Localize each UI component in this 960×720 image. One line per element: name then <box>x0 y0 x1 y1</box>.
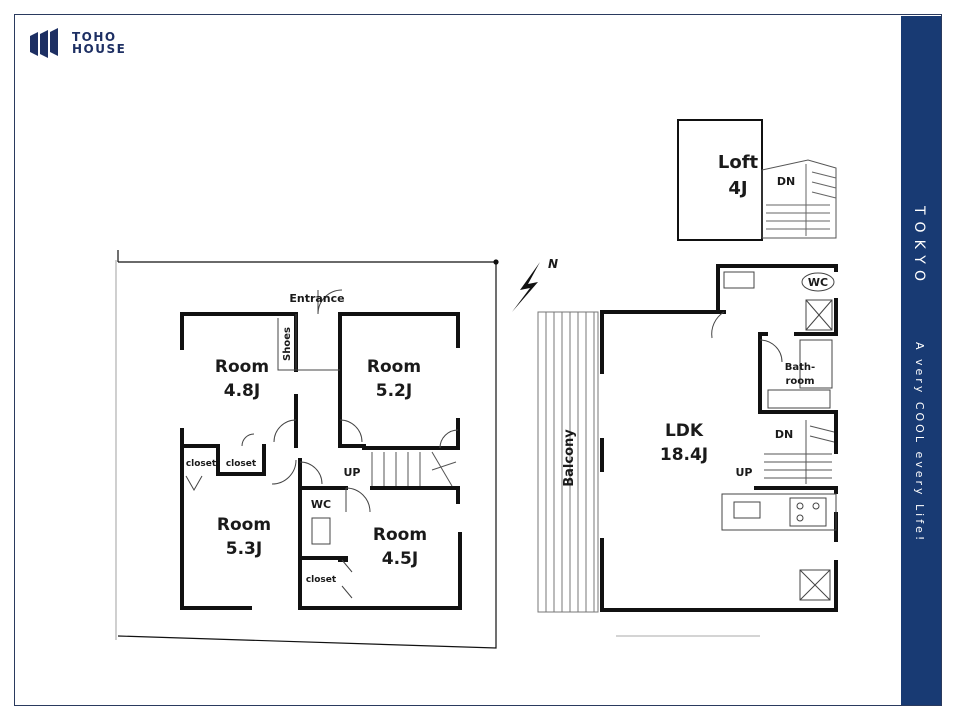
wc-label-floor1: WC <box>311 498 331 511</box>
floor2-details <box>616 271 837 637</box>
sheet-frame <box>14 14 942 706</box>
loft-size: 4J <box>728 178 747 199</box>
sidebar-tagline: A very COOL every Life! <box>913 342 926 544</box>
balcony-label: Balcony <box>562 429 577 487</box>
ldk-size: 18.4J <box>660 445 708 465</box>
balcony-deck <box>537 311 599 613</box>
loft-dn-label: DN <box>777 175 795 188</box>
closet-label-1: closet <box>186 459 217 469</box>
room-nw-size: 4.8J <box>224 381 260 401</box>
room-ne-size: 5.2J <box>376 381 412 401</box>
logo-mark-icon <box>30 28 58 58</box>
wc-badge-outline <box>801 272 835 292</box>
floor2-stairs <box>764 420 835 484</box>
dn-label-floor2: DN <box>775 428 793 441</box>
floor1-details <box>185 289 459 599</box>
shoes-label: Shoes <box>282 327 293 361</box>
wc-label-floor2: WC <box>808 276 828 289</box>
up-label-floor1: UP <box>344 466 361 479</box>
bath-label-line2: room <box>785 376 814 387</box>
brand-line-2: HOUSE <box>72 42 127 56</box>
room-ne-name: Room <box>367 357 421 377</box>
room-sw-size: 5.3J <box>226 539 262 559</box>
ldk-name: LDK <box>665 421 704 441</box>
brand-name: TOHO HOUSE <box>72 31 126 55</box>
brand-logo: TOHO HOUSE <box>26 26 126 60</box>
closet-label-2: closet <box>226 459 257 469</box>
loft-plan: Loft 4J DN <box>677 119 837 241</box>
room-nw-name: Room <box>215 357 269 377</box>
floor2-walls <box>600 264 838 612</box>
north-arrow: N <box>512 257 558 312</box>
entrance-label: Entrance <box>289 292 344 305</box>
brand-line-1: TOHO <box>72 30 117 44</box>
loft-stairs <box>766 164 837 236</box>
floor1-stairs <box>371 451 457 487</box>
sidebar-band: TOKYO A very COOL every Life! <box>901 16 941 705</box>
floor-plan: Loft 4J DN N <box>115 119 838 649</box>
up-label-floor2: UP <box>736 466 753 479</box>
loft-name: Loft <box>718 152 759 173</box>
bath-label-line1: Bath- <box>785 362 815 373</box>
north-label: N <box>548 257 558 271</box>
closet-label-3: closet <box>306 575 337 585</box>
floor1-lot <box>115 250 499 649</box>
sidebar-city: TOKYO <box>911 206 927 289</box>
room-sw-name: Room <box>217 515 271 535</box>
room-se-size: 4.5J <box>382 549 418 569</box>
room-se-name: Room <box>373 525 427 545</box>
